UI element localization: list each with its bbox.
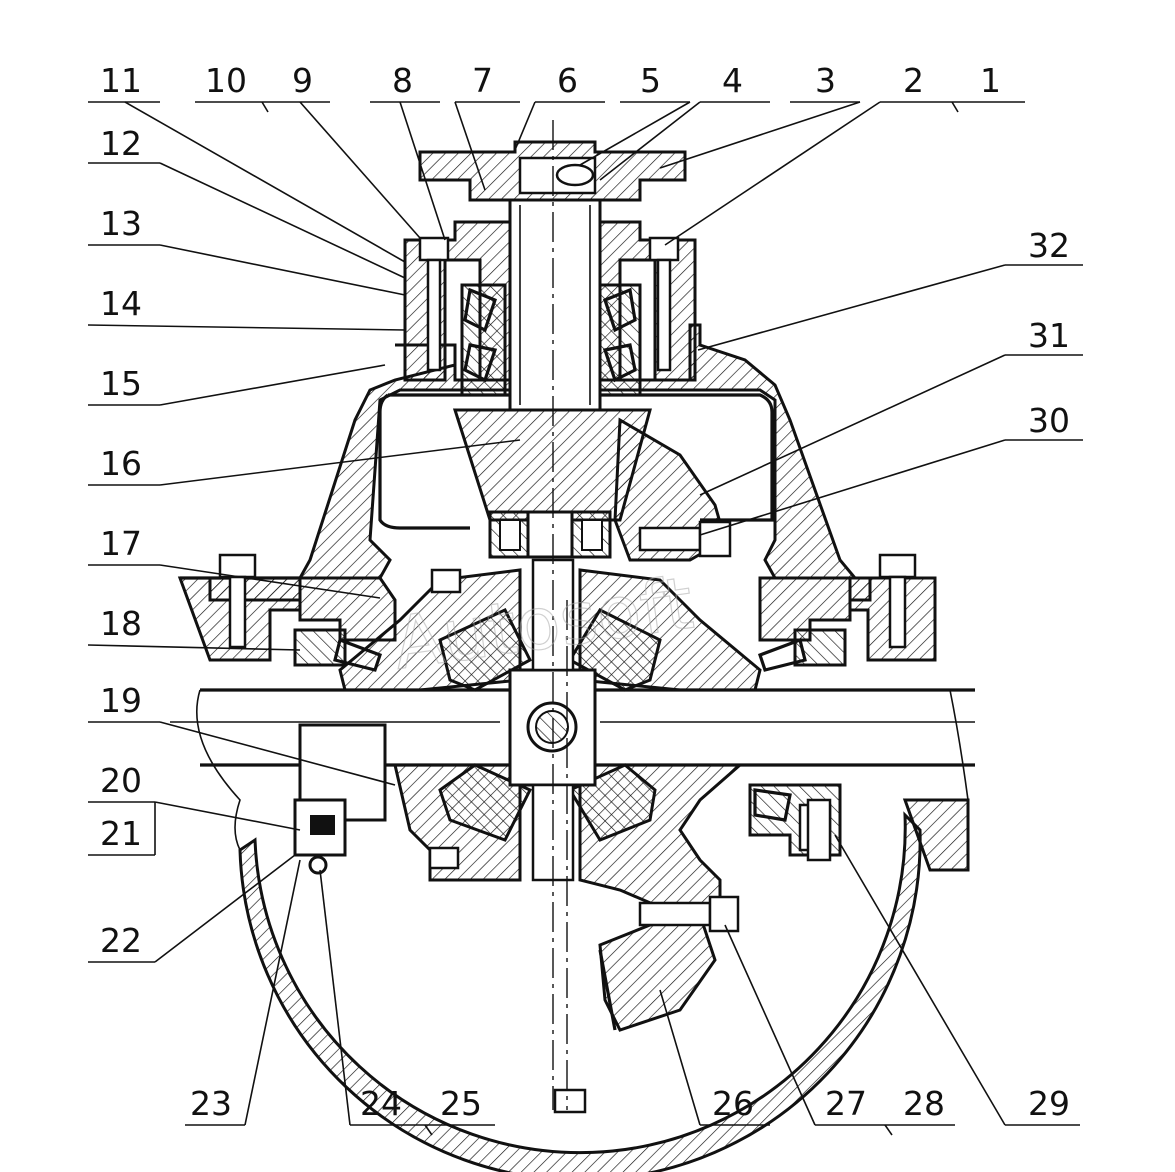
side-gear-upper (438, 608, 532, 692)
part-label-16: 16 (100, 444, 142, 483)
carrier-cover (297, 323, 859, 580)
part-label-25: 25 (440, 1084, 482, 1123)
side-gear-lower (438, 763, 533, 842)
right-side-bearing (793, 628, 847, 667)
right-lower-housing (902, 798, 970, 872)
leader-lines (87, 101, 1083, 1136)
part-label-24: 24 (360, 1084, 402, 1123)
bolts (218, 236, 917, 1114)
part-label-11: 11 (100, 61, 142, 100)
pinion-shaft (508, 198, 602, 412)
part-label-9: 9 (292, 61, 313, 100)
part-label-13: 13 (100, 204, 142, 243)
part-label-27: 27 (825, 1084, 867, 1123)
section-view (170, 120, 975, 1172)
part-label-17: 17 (100, 524, 142, 563)
part-label-26: 26 (712, 1084, 754, 1123)
part-label-7: 7 (472, 61, 493, 100)
part-label-18: 18 (100, 604, 142, 643)
part-label-12: 12 (100, 124, 142, 163)
part-label-23: 23 (190, 1084, 232, 1123)
part-label-21: 21 (100, 814, 142, 853)
part-label-3: 3 (815, 61, 836, 100)
part-label-31: 31 (1028, 316, 1070, 355)
part-labels: 1 2 3 4 5 6 7 8 9 10 11 12 13 14 15 16 1… (100, 61, 1070, 1123)
part-label-6: 6 (557, 61, 578, 100)
part-label-15: 15 (100, 364, 142, 403)
part-label-5: 5 (640, 61, 661, 100)
pinion-bearing-left (460, 283, 507, 397)
part-label-29: 29 (1028, 1084, 1070, 1123)
part-label-14: 14 (100, 284, 142, 323)
right-flange (758, 576, 872, 642)
part-label-8: 8 (392, 61, 413, 100)
part-label-1: 1 (980, 61, 1001, 100)
part-label-32: 32 (1028, 226, 1070, 265)
part-label-10: 10 (205, 61, 247, 100)
part-label-28: 28 (903, 1084, 945, 1123)
part-label-4: 4 (722, 61, 743, 100)
part-label-22: 22 (100, 921, 142, 960)
part-label-2: 2 (903, 61, 924, 100)
part-label-30: 30 (1028, 401, 1070, 440)
oil-deflector (598, 913, 717, 1032)
part-label-19: 19 (100, 681, 142, 720)
part-label-20: 20 (100, 761, 142, 800)
